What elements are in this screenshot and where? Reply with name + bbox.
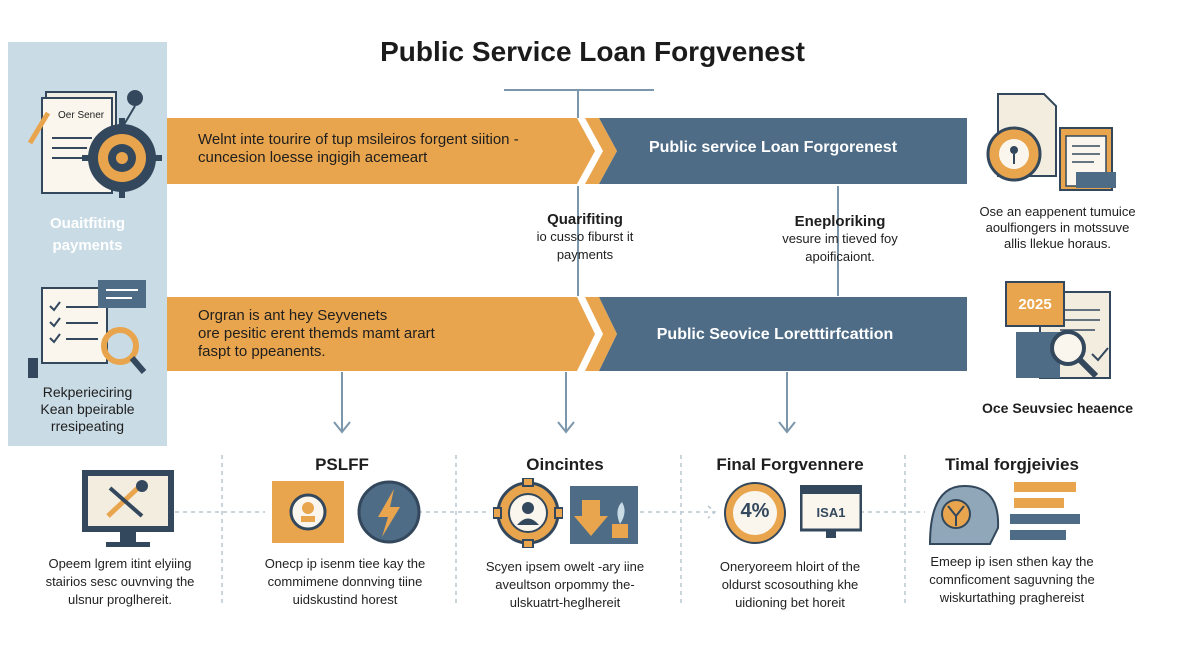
band-text-line: ore pesitic erent themds mamt arart: [198, 325, 435, 342]
section-title: PSLFF: [315, 455, 369, 474]
gear-person-icon: [493, 478, 563, 548]
sidebar-label-line: Ouaitfiting: [50, 215, 125, 232]
band-text-line: Welnt inte tourire of tup msileiros forg…: [198, 131, 519, 148]
percent-gear-icon: [724, 482, 786, 544]
plant-down-arrow-icon: [570, 486, 638, 544]
band-blue-label: Public service Loan Forgorenest: [648, 139, 898, 156]
section-desc-line: Emeep ip isen sthen kay the: [930, 554, 1094, 569]
section-desc-line: commimene donnving tiine: [267, 574, 423, 589]
step-title: Eneploriking: [794, 213, 886, 230]
monitor-tools-icon: [82, 470, 174, 547]
section-desc-line: Oneryoreem hloirt of the: [719, 559, 861, 574]
section-desc-line: Opeem lgrem itint elyiing: [48, 556, 192, 571]
user-badge-icon: [272, 481, 344, 543]
step-text-line: payments: [556, 247, 614, 262]
section-desc-line: ulsnur proglhereit.: [67, 592, 173, 607]
step-text-line: io cusso fiburst it: [536, 229, 634, 244]
section-desc-line: uidskustind horest: [292, 592, 398, 607]
step-text-line: vesure im tieved foy: [782, 231, 898, 246]
right-caption: Oce Seuvsiec heaence: [982, 400, 1133, 416]
profile-bars-icon: [928, 482, 1080, 545]
screen-text: ISA1: [816, 505, 846, 520]
band-1-arrows: [167, 118, 967, 184]
sidebar-caption-line: Kean bpeirable: [40, 401, 135, 417]
document-label: Oer Sener: [58, 110, 105, 121]
section-title: Oincintes: [526, 455, 604, 474]
year-badge: 2025: [1018, 296, 1052, 313]
percent-badge: 4%: [740, 500, 770, 522]
band-text-line: faspt to ppeanents.: [198, 343, 326, 360]
right-text-line: allis llekue horaus.: [1004, 236, 1111, 251]
section-desc-line: uidioning bet horeit: [735, 595, 845, 610]
section-desc-line: ulskuatrt-heglhereit: [509, 595, 621, 610]
band-blue-label: Public Seovice Loretttirfcattion: [656, 326, 894, 343]
lightning-icon: [357, 480, 421, 544]
document-gear-icon: [27, 90, 162, 198]
section-desc-line: aveultson orpommy the-: [495, 577, 635, 592]
sidebar-caption-line: Rekperieciring: [42, 384, 133, 400]
section-desc-line: stairios sesc ouvnving the: [45, 574, 195, 589]
screen-icon: [800, 485, 862, 538]
section-desc-line: Onecp ip isenm tiee kay the: [264, 556, 426, 571]
section-title: Final Forgvennere: [716, 455, 864, 474]
right-text-line: Ose an eappenent tumuice: [979, 204, 1136, 219]
section-title: Timal forgjeivies: [945, 455, 1079, 474]
section-desc-line: wiskurtathing praghereist: [939, 590, 1085, 605]
step-title: Quarifiting: [547, 211, 623, 228]
right-text-line: aoulfiongers in motssuve: [985, 220, 1130, 235]
calendar-magnifier-icon: [1005, 281, 1111, 379]
step-text-line: apoificaiont.: [805, 249, 875, 264]
section-desc-line: Scyen ipsem owelt -ary iine: [485, 559, 645, 574]
sidebar-label-line: payments: [52, 237, 123, 254]
checklist-magnifier-icon: [28, 280, 147, 378]
documents-seal-icon: [986, 93, 1116, 191]
section-desc-line: comnficoment saguvning the: [929, 572, 1095, 587]
band-text-line: cuncesion loesse ingigih acemeart: [198, 149, 428, 166]
page-title: Public Service Loan Forgvenest: [380, 36, 805, 67]
band-text-line: Orgran is ant hey Seyvenets: [198, 307, 388, 324]
sidebar-caption-line: rresipeating: [50, 418, 125, 434]
section-desc-line: oldurst scosouthing khe: [721, 577, 859, 592]
band-2-arrows: [167, 297, 967, 371]
